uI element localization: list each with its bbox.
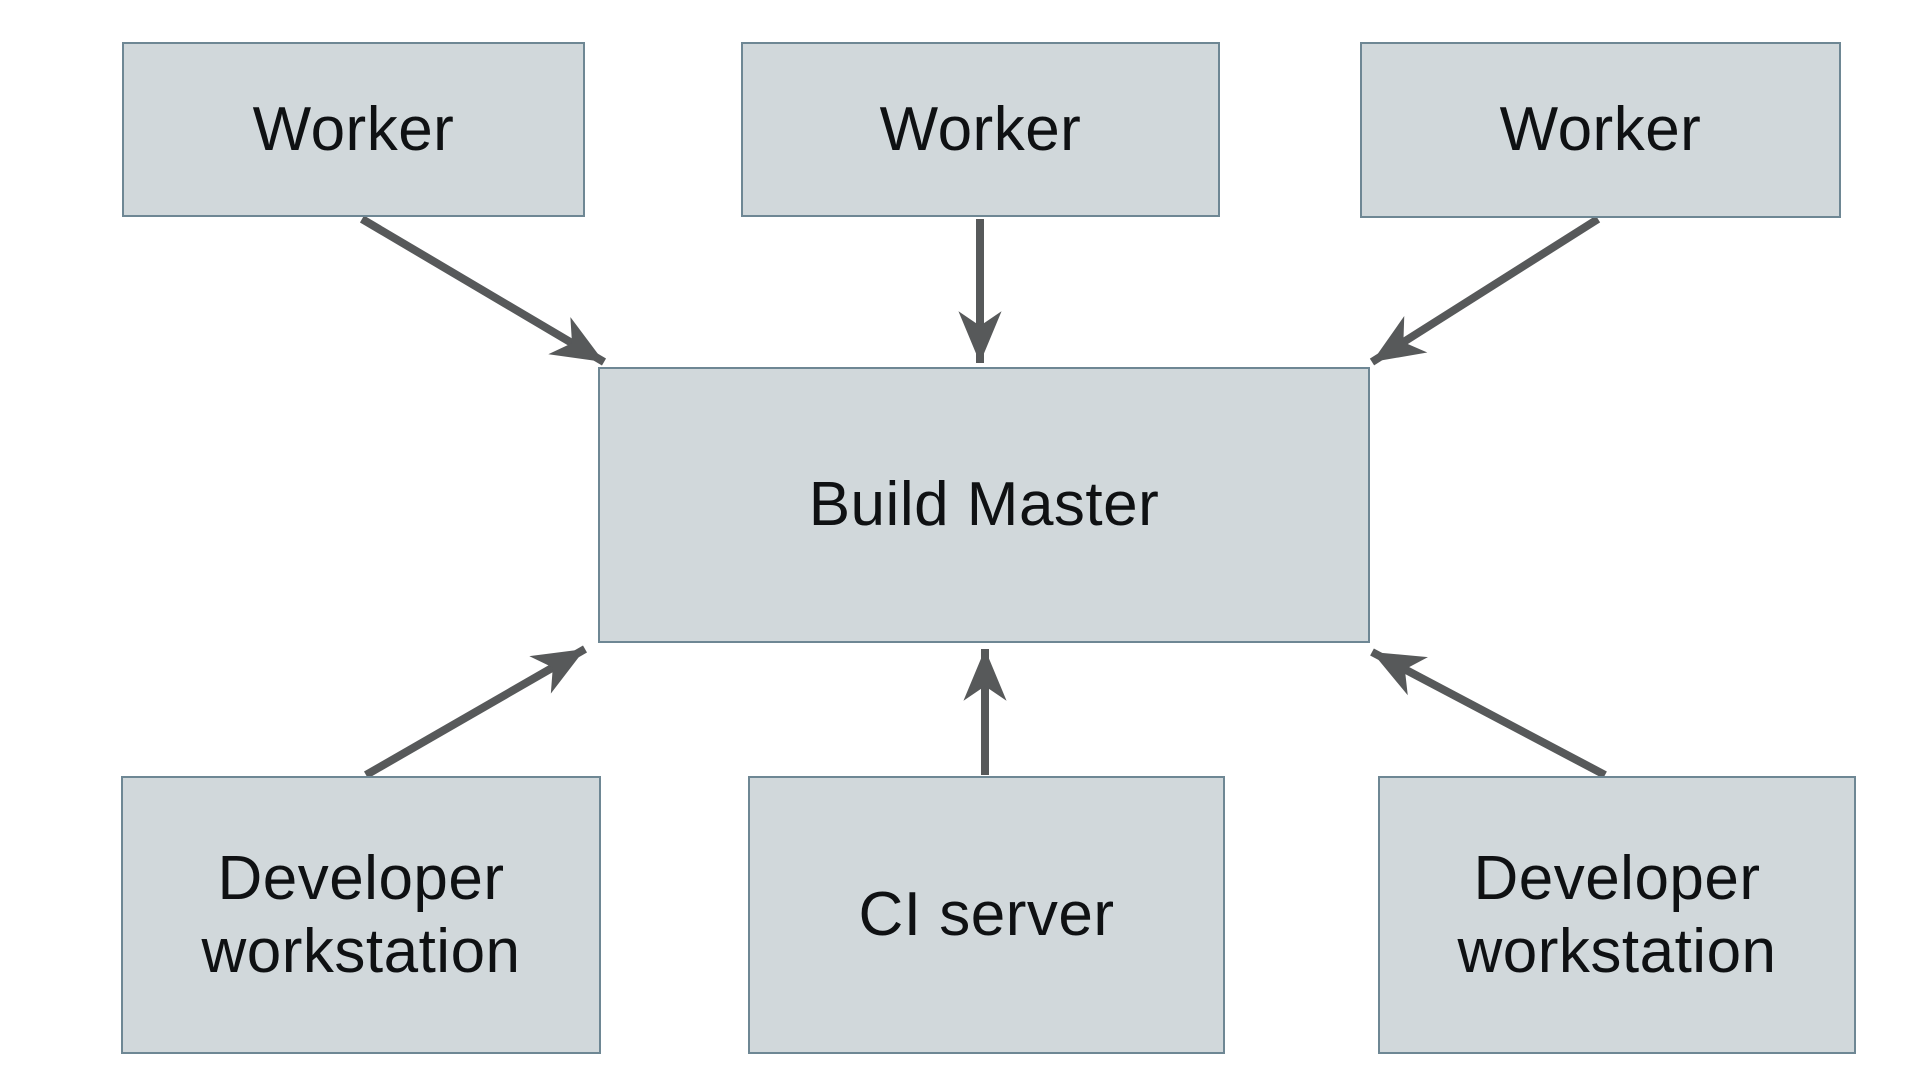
arrow-worker-3-to-build-master: [1369, 215, 1601, 366]
node-worker-2-label: Worker: [879, 94, 1082, 164]
node-ci-server-label: CI server: [858, 880, 1115, 950]
node-worker-2: Worker: [741, 42, 1220, 217]
node-ci-server: CI server: [748, 776, 1225, 1054]
arrow-worker-1-to-build-master: [359, 215, 607, 366]
arrow-dev-workstation-right-to-build-master: [1370, 648, 1607, 779]
node-worker-3: Worker: [1360, 42, 1841, 218]
node-worker-3-label: Worker: [1499, 95, 1702, 165]
node-build-master-label: Build Master: [808, 470, 1160, 540]
node-developer-workstation-right: Developer workstation: [1378, 776, 1856, 1054]
node-developer-workstation-left-label: Developer workstation: [201, 843, 521, 986]
node-worker-1-label: Worker: [252, 94, 455, 164]
node-developer-workstation-left: Developer workstation: [121, 776, 601, 1054]
arrow-dev-workstation-left-to-build-master: [364, 645, 587, 779]
node-developer-workstation-right-label: Developer workstation: [1457, 843, 1777, 986]
node-build-master: Build Master: [598, 367, 1370, 643]
node-worker-1: Worker: [122, 42, 585, 217]
